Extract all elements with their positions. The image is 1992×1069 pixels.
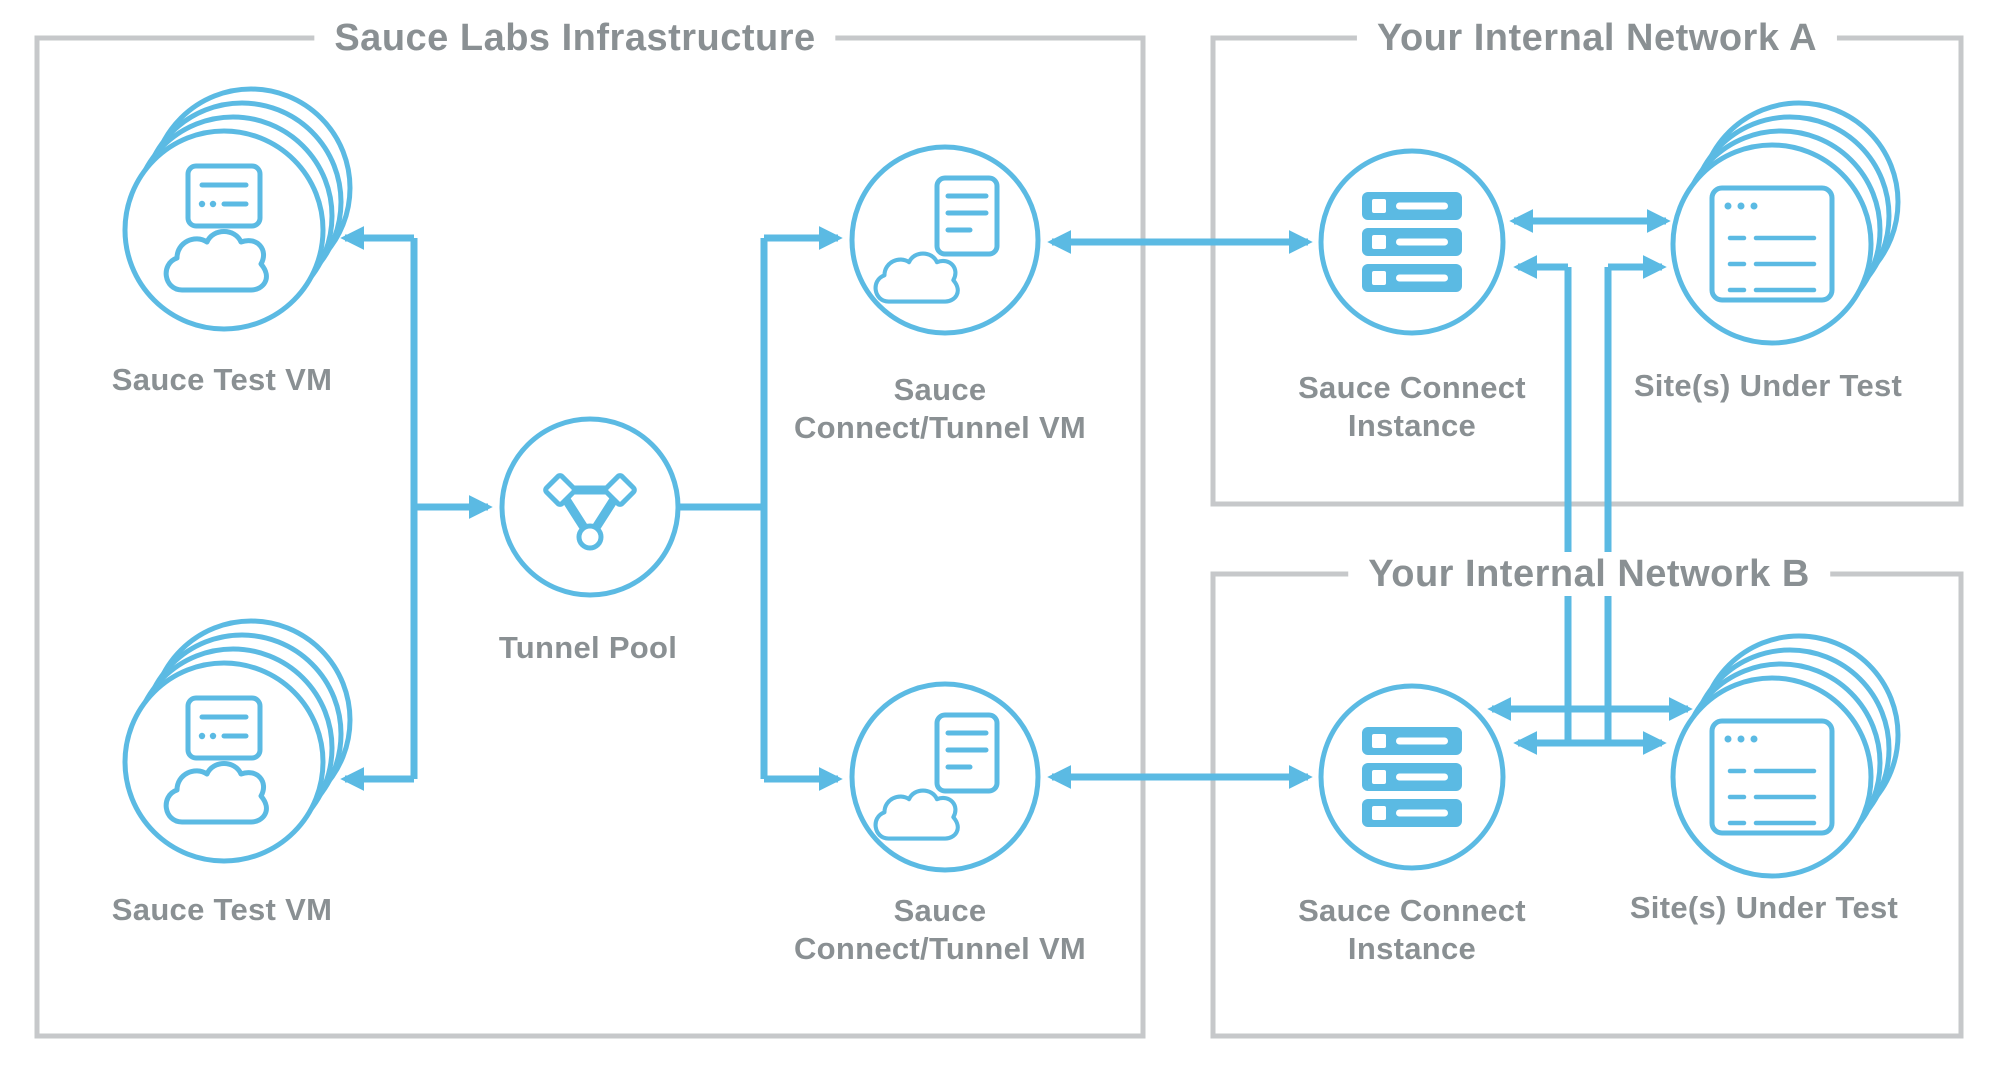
node-sites-b [1673,636,1898,876]
node-tunnel-pool [499,416,681,598]
sites-b-label: Site(s) Under Test [1629,890,1899,925]
sauce-labs-box-title: Sauce Labs Infrastructure [314,16,836,60]
sites-a-label: Site(s) Under Test [1633,368,1903,403]
network-b-box-title: Your Internal Network B [1348,552,1830,596]
sc-instance-a-label-line2: Instance [1347,408,1477,443]
sc-tunnel-vm-top-label-line2: Connect/Tunnel VM [793,410,1087,445]
node-sc-tunnel-vm-bottom [849,681,1041,873]
sc-instance-a-label-line1: Sauce Connect [1298,370,1526,405]
sc-tunnel-vm-bottom-label-line1: Sauce [893,893,987,928]
sc-instance-b-label-line1: Sauce Connect [1298,893,1526,928]
node-sc-tunnel-vm-top [849,144,1041,336]
sc-instance-b-label-line2: Instance [1347,931,1477,966]
network-a-box-title: Your Internal Network A [1356,16,1838,60]
node-sauce-test-vm-bottom [125,621,350,861]
sc-tunnel-vm-top-label-line1: Sauce [893,372,987,407]
sauce-test-vm-bottom-label: Sauce Test VM [111,892,333,927]
sc-tunnel-vm-bottom-label-line2: Connect/Tunnel VM [793,931,1087,966]
node-sc-instance-b [1318,683,1506,871]
node-sauce-test-vm-top [125,89,350,329]
browser-window-icon [1712,721,1832,833]
connectors [340,209,1693,791]
server-rack-icon [1362,192,1462,292]
browser-window-icon [1712,188,1832,300]
node-sc-instance-a [1318,148,1506,336]
sauce-test-vm-top-label: Sauce Test VM [111,362,333,397]
node-sites-a [1673,103,1898,343]
server-rack-icon [1362,727,1462,827]
tunnel-pool-label: Tunnel Pool [498,630,678,665]
